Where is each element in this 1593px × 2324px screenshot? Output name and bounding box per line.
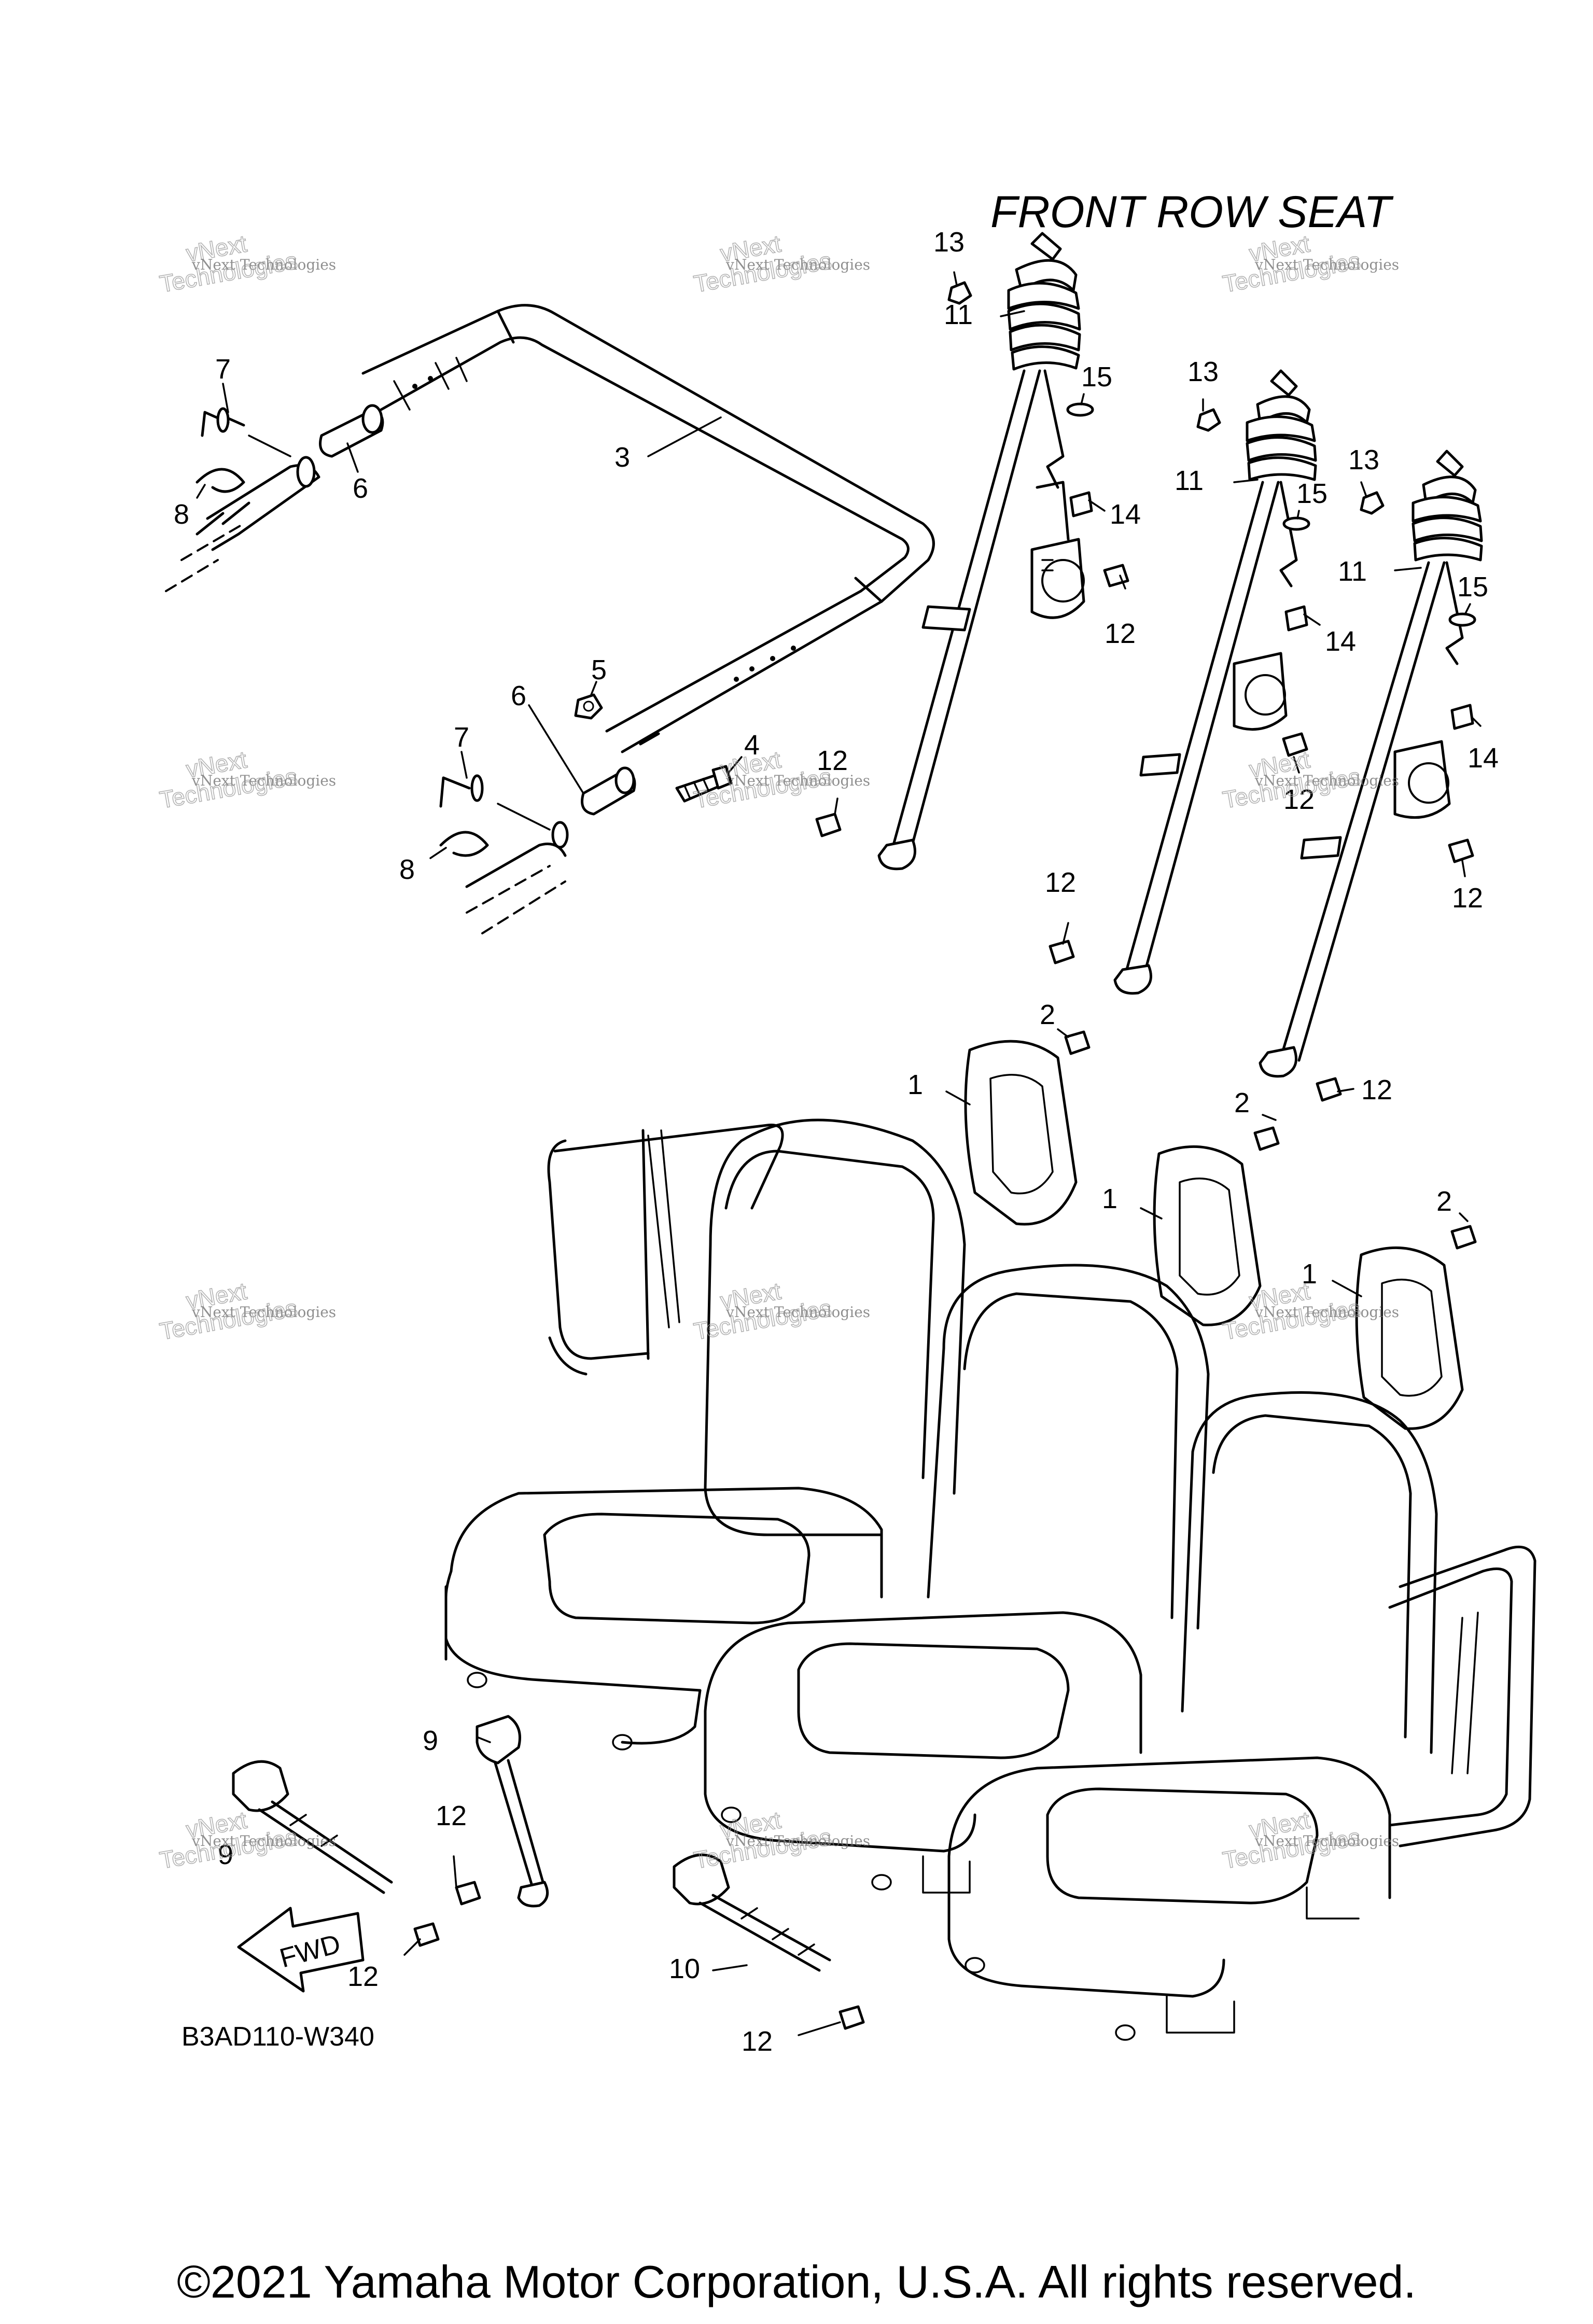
callout-1: 1 [1102, 1183, 1117, 1214]
callout-9: 9 [423, 1725, 438, 1756]
callout-8: 8 [174, 499, 189, 530]
callout-labels: 1 1 1 2 2 2 3 4 5 6 6 7 7 8 8 9 9 10 11 … [174, 227, 1499, 2057]
fwd-arrow-icon: FWD [237, 1907, 365, 1993]
callout-12: 12 [436, 1800, 467, 1831]
callout-12: 12 [1283, 784, 1315, 815]
seatbelt-left [877, 232, 1085, 871]
callout-15: 15 [1296, 478, 1328, 509]
sleeve-lower [581, 766, 636, 816]
callout-9: 9 [218, 1839, 233, 1870]
buckle-9-center [476, 1715, 549, 1908]
callout-15: 15 [1081, 361, 1112, 393]
seat-left [444, 1118, 966, 1751]
callout-2: 2 [1436, 1186, 1452, 1217]
callout-13: 13 [1187, 356, 1219, 387]
sleeve-upper [319, 404, 384, 458]
callout-13: 13 [933, 227, 965, 258]
bolts-lower [413, 1881, 865, 2030]
callout-15: 15 [1457, 571, 1488, 603]
callout-6: 6 [511, 680, 526, 711]
watermark-text: vNext Technologies [725, 256, 870, 273]
callout-8: 8 [399, 854, 415, 885]
watermark-text: vNext Technologies [1254, 1832, 1399, 1850]
seat-middle [704, 1264, 1210, 1894]
callout-1: 1 [907, 1069, 923, 1100]
seat-right [947, 1391, 1536, 2041]
watermark-text: vNext Technologies [191, 1832, 336, 1850]
watermark-text: vNext Technologies [1254, 772, 1399, 789]
callout-14: 14 [1468, 743, 1499, 774]
headrest-right [1355, 1246, 1464, 1430]
buckle-10 [673, 1853, 831, 1972]
drawing-code: B3AD110-W340 [181, 2022, 374, 2052]
watermark-text: vNext Technologies [725, 1832, 870, 1850]
headrest-left [964, 1040, 1078, 1226]
callout-4: 4 [744, 730, 760, 761]
watermark-text: vNext Technologies [191, 772, 336, 789]
callout-10: 10 [669, 1953, 700, 1984]
callout-12: 12 [1045, 867, 1076, 898]
callout-12: 12 [742, 2026, 773, 2057]
callout-2: 2 [1234, 1087, 1250, 1118]
watermark-text: vNext Technologies [1254, 1304, 1399, 1321]
callout-13: 13 [1348, 444, 1379, 475]
nut-5 [574, 693, 603, 720]
watermark-text: vNext Technologies [191, 1304, 336, 1321]
buckle-9-left [232, 1760, 393, 1894]
callout-11: 11 [1338, 556, 1367, 587]
copyright-notice: ©2021 Yamaha Motor Corporation, U.S.A. A… [177, 2256, 1416, 2307]
fasteners [815, 281, 1477, 1250]
headrest-middle [1153, 1145, 1262, 1326]
callout-12: 12 [1361, 1074, 1392, 1105]
callout-3: 3 [614, 442, 630, 473]
callout-11: 11 [1175, 465, 1204, 496]
callout-1: 1 [1302, 1258, 1317, 1290]
callout-2: 2 [1040, 999, 1055, 1030]
callout-14: 14 [1325, 626, 1356, 657]
diagram-title: FRONT ROW SEAT [990, 187, 1394, 237]
callout-6: 6 [353, 473, 368, 504]
watermark-text: vNext Technologies [1254, 256, 1399, 273]
callout-12: 12 [1105, 618, 1136, 649]
callout-12: 12 [347, 1961, 379, 1992]
seatbelt-right [1259, 450, 1483, 1078]
callout-7: 7 [215, 354, 231, 385]
seatbelt-middle [1113, 369, 1317, 995]
bolt-4 [675, 765, 733, 803]
watermark-text: vNext Technologies [191, 256, 336, 273]
callout-5: 5 [591, 654, 607, 685]
bracket-upper-left [165, 407, 320, 592]
callout-7: 7 [454, 722, 469, 753]
callout-leaders [196, 271, 1482, 2036]
roll-bar [361, 304, 935, 753]
callout-11: 11 [944, 299, 973, 330]
watermark-text: vNext Technologies [725, 772, 870, 789]
watermark-text: vNext Technologies [725, 1304, 870, 1321]
callout-12: 12 [1452, 883, 1483, 914]
callout-14: 14 [1110, 499, 1141, 530]
bracket-lower-left [439, 774, 569, 934]
callout-12: 12 [817, 745, 848, 776]
